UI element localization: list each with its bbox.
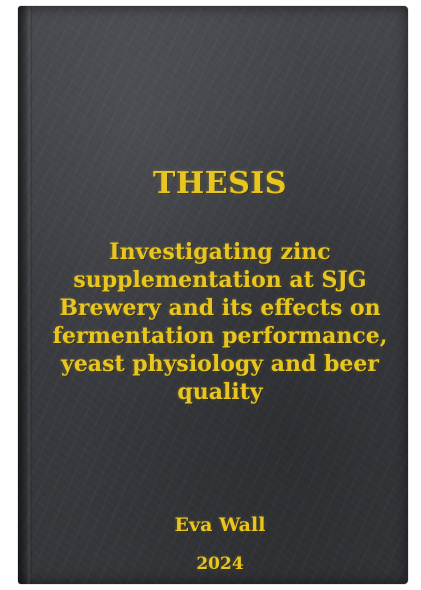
- author-name: Eva Wall: [174, 514, 266, 536]
- publication-year: 2024: [196, 554, 244, 574]
- book-spine-shadow: [18, 6, 32, 584]
- book-cover: THESIS Investigating zinc supplementatio…: [18, 6, 408, 584]
- thesis-title: Investigating zinc supplementation at SJ…: [52, 239, 388, 405]
- document-type-label: THESIS: [153, 166, 287, 201]
